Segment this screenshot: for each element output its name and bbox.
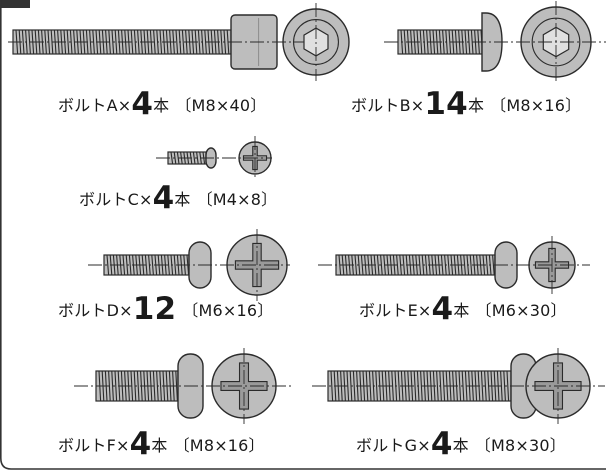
corner-tab (0, 0, 30, 8)
bolt-label-F: ボルトF×4本〔M8×16〕 (58, 429, 265, 460)
bolt-D (88, 229, 290, 301)
bolt-E (318, 236, 590, 294)
bolt-label-G: ボルトG×4本〔M8×30〕 (356, 429, 566, 460)
bolt-label-D: ボルトD×12 〔M6×16〕 (58, 294, 274, 325)
bolt-unit: 本 (153, 96, 170, 115)
bolt-size: 〔M8×16〕 (173, 436, 265, 455)
bolt-size: 〔M8×40〕 (175, 96, 267, 115)
bolt-qty: 4 (129, 426, 152, 462)
bolt-size: 〔M8×16〕 (490, 96, 582, 115)
bolt-label-C: ボルトC×4本〔M4×8〕 (79, 183, 278, 214)
bolt-B (384, 1, 606, 83)
bolt-unit: 本 (453, 301, 470, 320)
bolt-name: ボルトC× (79, 190, 153, 209)
phillips-cross-icon (220, 362, 268, 410)
bolt-label-B: ボルトB×14本〔M8×16〕 (351, 89, 582, 120)
bolt-unit: 本 (452, 436, 469, 455)
bolt-label-E: ボルトE×4本〔M6×30〕 (359, 294, 567, 325)
bolt-size: 〔M4×8〕 (196, 190, 278, 209)
bolt-name: ボルトE× (359, 301, 432, 320)
bolt-drawings (8, 1, 606, 424)
bolt-name: ボルトD× (58, 301, 133, 320)
bolt-qty: 4 (430, 426, 453, 462)
bolt-size: 〔M8×30〕 (474, 436, 566, 455)
bolt-G (312, 348, 605, 424)
bolt-A (8, 3, 350, 81)
bolt-name: ボルトB× (351, 96, 425, 115)
bolt-unit: 本 (151, 436, 168, 455)
bolt-F (74, 348, 292, 424)
bolt-qty: 14 (424, 86, 468, 122)
bolt-qty: 4 (152, 180, 175, 216)
bolt-qty: 4 (431, 291, 454, 327)
bolt-size: 〔M6×16〕 (182, 301, 274, 320)
bolt-qty: 12 (132, 291, 177, 327)
bolt-name: ボルトG× (356, 436, 431, 455)
bolt-name: ボルトA× (58, 96, 132, 115)
bolt-C (156, 136, 272, 180)
bolt-name: ボルトF× (58, 436, 130, 455)
bolt-unit: 本 (174, 190, 191, 209)
bolt-size: 〔M6×30〕 (475, 301, 567, 320)
bolt-qty: 4 (131, 86, 154, 122)
bolt-label-A: ボルトA×4本〔M8×40〕 (58, 89, 267, 120)
bolt-unit: 本 (467, 96, 485, 115)
